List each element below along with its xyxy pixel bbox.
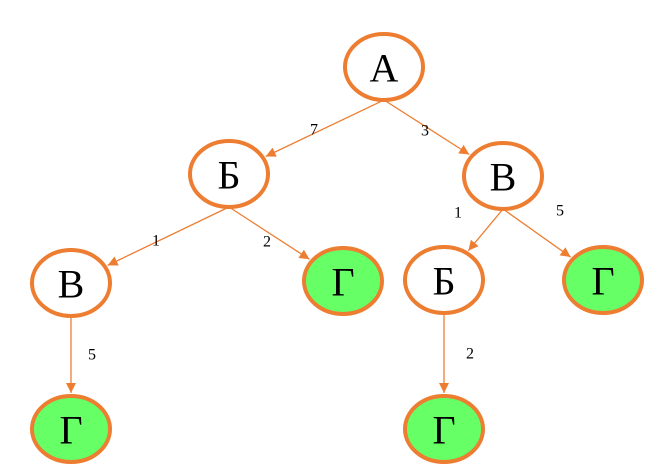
node-ellipse bbox=[462, 141, 544, 211]
edge-weight-label: 2 bbox=[263, 234, 271, 251]
node-ellipse bbox=[188, 139, 270, 209]
node-label: Г bbox=[59, 408, 82, 453]
edge-weight-label: 3 bbox=[421, 123, 429, 140]
goal-node: Г bbox=[403, 394, 485, 464]
node-ellipse bbox=[343, 32, 425, 102]
node-ellipse bbox=[30, 248, 112, 318]
node-ellipse bbox=[403, 394, 485, 464]
node-label: Г bbox=[591, 259, 614, 304]
edge-weight-label: 5 bbox=[556, 203, 564, 220]
node-ellipse bbox=[562, 245, 644, 315]
edge-weight-label: 5 bbox=[88, 347, 96, 364]
node-label: А bbox=[370, 46, 399, 91]
node-ellipse bbox=[302, 246, 384, 316]
edge-arrow bbox=[502, 208, 572, 258]
edge-weight-label: 2 bbox=[466, 346, 474, 363]
tree-node: В bbox=[30, 248, 112, 318]
node-ellipse bbox=[403, 245, 485, 315]
tree-node: Б bbox=[403, 245, 485, 315]
goal-node: Г bbox=[30, 394, 112, 464]
edge-weight-label: 7 bbox=[310, 122, 318, 139]
node-label: В bbox=[58, 262, 85, 307]
node-label: В bbox=[490, 155, 517, 200]
node-label: Г bbox=[432, 408, 455, 453]
edge-arrow bbox=[467, 208, 504, 252]
node-label: Г bbox=[331, 260, 354, 305]
node-label: Б bbox=[433, 259, 456, 304]
edges-layer: 7 3 1 2 1 5 5 2 bbox=[66, 99, 572, 393]
node-label: Б bbox=[218, 153, 241, 198]
edge-arrow bbox=[265, 99, 385, 158]
goal-node: Г bbox=[302, 246, 384, 316]
edge-weight-label: 1 bbox=[454, 205, 462, 222]
tree-node: Б bbox=[188, 139, 270, 209]
goal-node: Г bbox=[562, 245, 644, 315]
edge-weight-label: 1 bbox=[152, 233, 160, 250]
tree-node: А bbox=[343, 32, 425, 102]
edge-arrow bbox=[383, 99, 470, 156]
edge-arrow bbox=[107, 206, 230, 266]
tree-node: В bbox=[462, 141, 544, 211]
edge-arrow bbox=[228, 206, 310, 260]
node-ellipse bbox=[30, 394, 112, 464]
nodes-layer: А Б В В Г Б Г Г Г bbox=[30, 32, 644, 464]
